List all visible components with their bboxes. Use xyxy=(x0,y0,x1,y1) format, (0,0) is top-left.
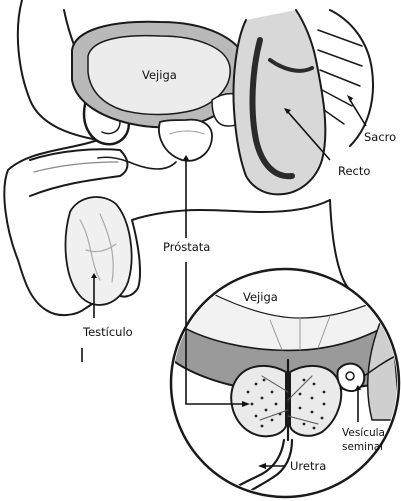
label-recto: Recto xyxy=(338,166,370,178)
label-vesicula: Vesícula xyxy=(342,428,385,439)
thigh-line xyxy=(330,200,350,290)
urethra-small xyxy=(98,157,176,169)
rectum xyxy=(234,10,326,194)
label-seminal: seminal xyxy=(342,442,383,453)
label-sacro: Sacro xyxy=(364,132,396,144)
prostate-small xyxy=(159,120,212,161)
label-testiculo: Testículo xyxy=(83,327,133,339)
inset-seminal-vesicle xyxy=(337,364,364,391)
label-prostata: Próstata xyxy=(163,242,210,254)
penis-shaft xyxy=(30,149,128,196)
label-vejiga-inset: Vejiga xyxy=(243,292,278,304)
label-vejiga: Vejiga xyxy=(142,70,177,82)
leader-sacro xyxy=(350,100,366,126)
label-uretra: Uretra xyxy=(290,461,326,473)
